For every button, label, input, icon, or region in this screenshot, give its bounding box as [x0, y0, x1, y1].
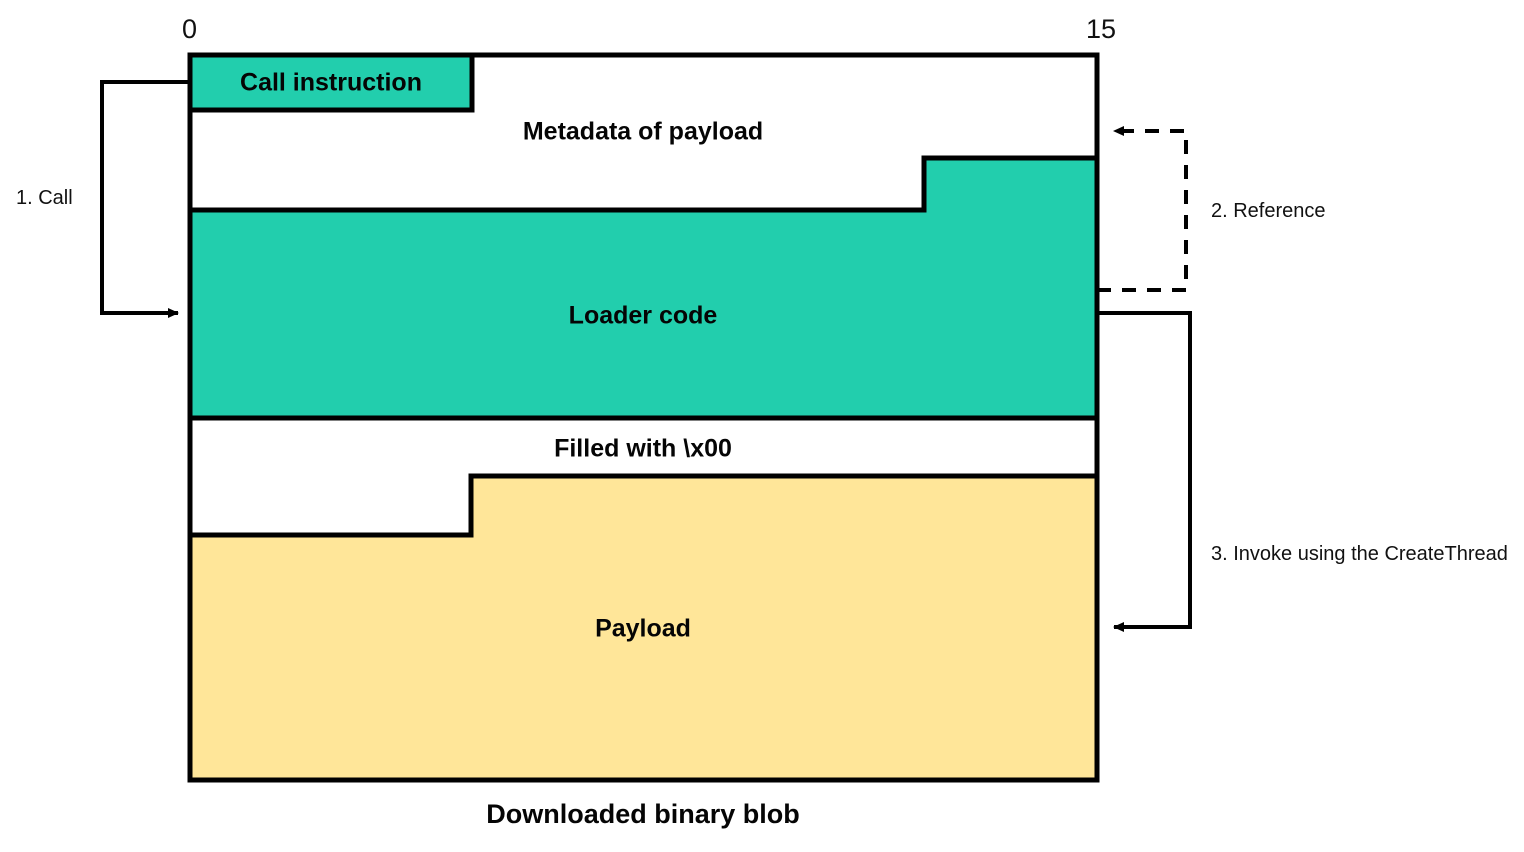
step-1-call-arrow [100, 80, 190, 318]
metadata-step-fill [924, 158, 1097, 210]
segment-label-payload: Payload [595, 614, 691, 643]
step-3-arrow-path [1097, 311, 1192, 632]
step-label-2-reference: 2. Reference [1211, 200, 1326, 222]
segment-label-loader-code: Loader code [568, 301, 718, 330]
ruler-start-label: 0 [182, 14, 198, 44]
step-2-reference-arrow [1097, 126, 1188, 292]
step-label-3-invoke: 3. Invoke using the CreateThread [1211, 543, 1508, 565]
segment-label-call-instruction: Call instruction [240, 68, 422, 97]
loader-code-fill [190, 208, 1097, 418]
step-1-arrow-path [100, 80, 190, 318]
segment-label-metadata: Metadata of payload [522, 117, 764, 146]
metadata-loader-boundary [190, 155, 1097, 213]
segment-label-filler: Filled with \x00 [554, 434, 732, 463]
diagram-caption: Downloaded binary blob [486, 799, 800, 829]
call-instruction-fill [190, 55, 472, 110]
step-2-arrow-path [1097, 126, 1188, 292]
step-label-1-call: 1. Call [16, 187, 73, 209]
payload-fill [190, 476, 1097, 780]
filler-payload-boundary [190, 473, 1097, 538]
ruler-end-label: 15 [1086, 14, 1117, 44]
step-3-invoke-arrow [1097, 311, 1192, 632]
